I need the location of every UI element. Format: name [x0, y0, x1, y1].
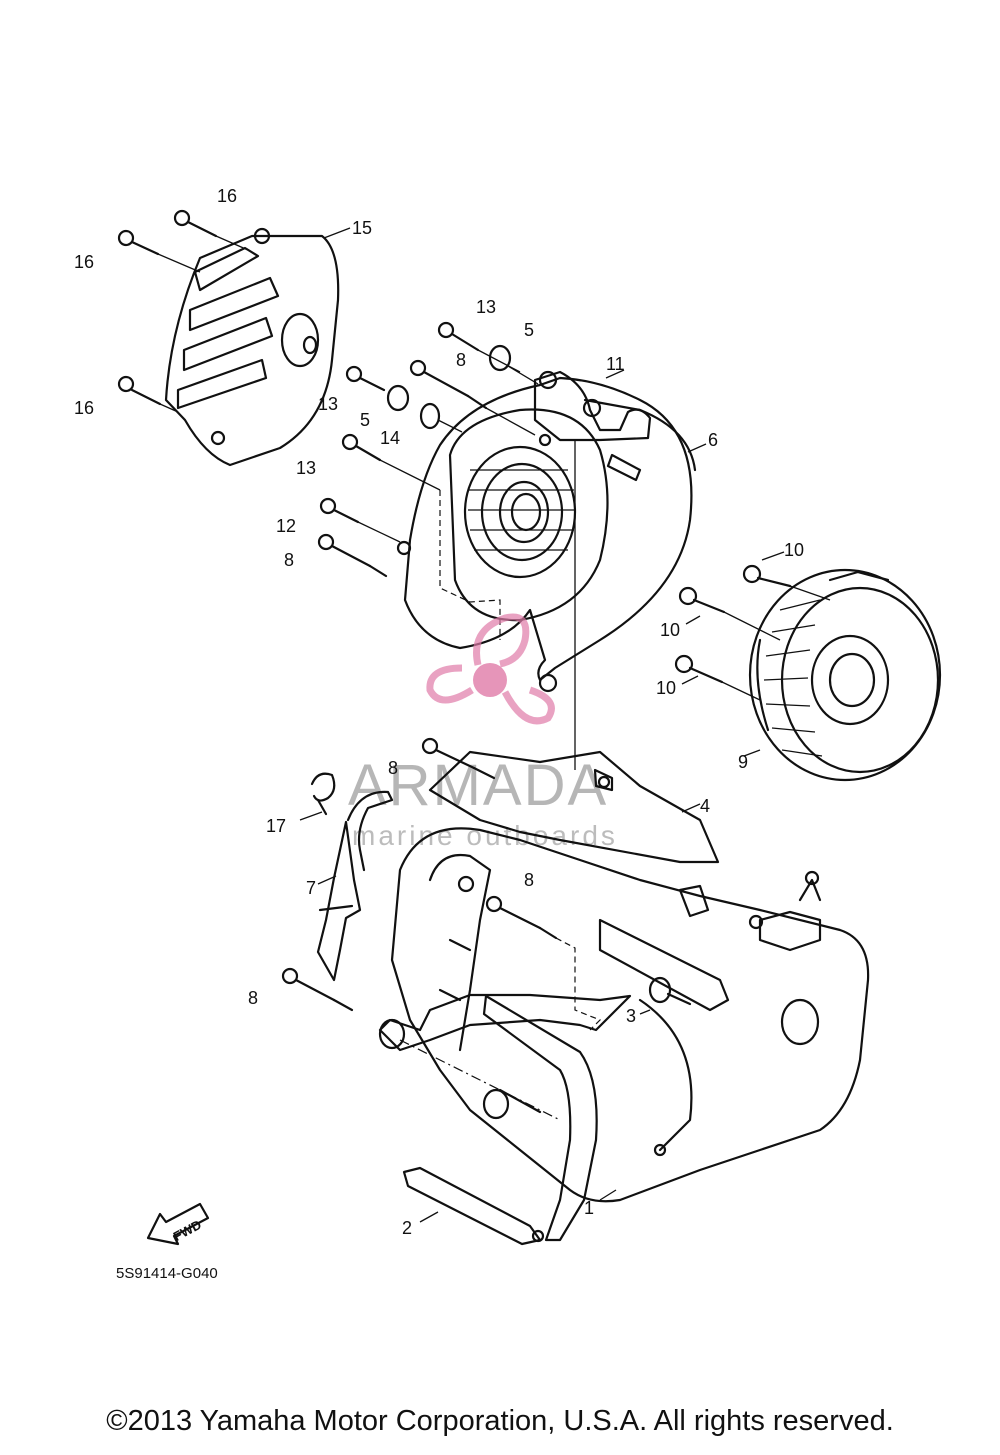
bolt-16-b [117, 229, 201, 273]
part-17-clip [310, 772, 336, 816]
collar-3 [648, 976, 692, 1006]
watermark-tagline: marine outboards [352, 820, 618, 851]
callout-16-a: 16 [217, 186, 237, 206]
callout-10-b: 10 [660, 620, 680, 640]
collar-5-mid [386, 384, 410, 412]
leader-lines [299, 227, 785, 1223]
bolt-16-a [173, 209, 249, 251]
callout-12: 12 [276, 516, 296, 536]
callout-3: 3 [626, 1006, 636, 1026]
callout-8-d: 8 [524, 870, 534, 890]
callout-8-c: 8 [388, 758, 398, 778]
bolt-13-mid [345, 365, 386, 392]
callout-8-e: 8 [248, 988, 258, 1008]
drawing-code: 5S91414-G040 [116, 1265, 218, 1282]
bolt-8-top [409, 359, 536, 436]
dashed-guide-a [439, 490, 501, 640]
part-15-guard [164, 227, 340, 467]
callout-5-b: 5 [360, 410, 370, 430]
bolt-10-b [678, 586, 781, 641]
callout-13-b: 13 [318, 394, 338, 414]
callout-10-a: 10 [784, 540, 804, 560]
part-9-flywheel [748, 568, 942, 782]
callout-labels: 16 16 16 15 13 5 8 11 13 5 14 6 13 12 8 … [74, 186, 804, 1238]
callout-2: 2 [402, 1218, 412, 1238]
bolt-8-upper [421, 737, 496, 780]
bolt-10-a [742, 564, 831, 601]
armada-logo-icon [426, 613, 555, 725]
part-7-guide [316, 790, 394, 982]
bolt-12 [319, 497, 401, 543]
copyright-notice: ©2013 Yamaha Motor Corporation, U.S.A. A… [106, 1405, 894, 1437]
bolt-16-c [117, 375, 179, 413]
part-4-plate [428, 750, 720, 864]
bolt-8-center [485, 895, 558, 940]
bolt-8-lower [281, 967, 354, 1012]
bolt-8-mid [317, 533, 388, 578]
callout-9: 9 [738, 752, 748, 772]
part-2-strap [402, 994, 667, 1246]
callout-5-a: 5 [524, 320, 534, 340]
callout-16-b: 16 [74, 252, 94, 272]
callout-16-c: 16 [74, 398, 94, 418]
fwd-arrow-icon: FWD [146, 1202, 210, 1246]
callout-7: 7 [306, 878, 316, 898]
callout-14: 14 [380, 428, 400, 448]
callout-15: 15 [352, 218, 372, 238]
watermark-brand: ARMADA [348, 753, 608, 818]
collar-14 [419, 402, 463, 433]
callout-17: 17 [266, 816, 286, 836]
part-1-main-case [390, 827, 870, 1203]
bolt-13-low [341, 433, 441, 491]
part-11-bracket [533, 370, 652, 447]
callout-8-b: 8 [284, 550, 294, 570]
part-6-flywheel-cover [396, 376, 697, 693]
dashed-guide-b [555, 937, 602, 1031]
callout-13-c: 13 [296, 458, 316, 478]
callout-6: 6 [708, 430, 718, 450]
part-bracket-front [378, 993, 632, 1052]
callout-11: 11 [606, 354, 625, 374]
callout-10-c: 10 [656, 678, 676, 698]
callout-13-a: 13 [476, 297, 496, 317]
collar-5-top [488, 344, 539, 385]
fwd-label: FWD [171, 1217, 204, 1244]
callout-4: 4 [700, 796, 710, 816]
bolt-10-c [674, 654, 761, 701]
callout-1: 1 [584, 1198, 594, 1218]
callout-8-a: 8 [456, 350, 466, 370]
